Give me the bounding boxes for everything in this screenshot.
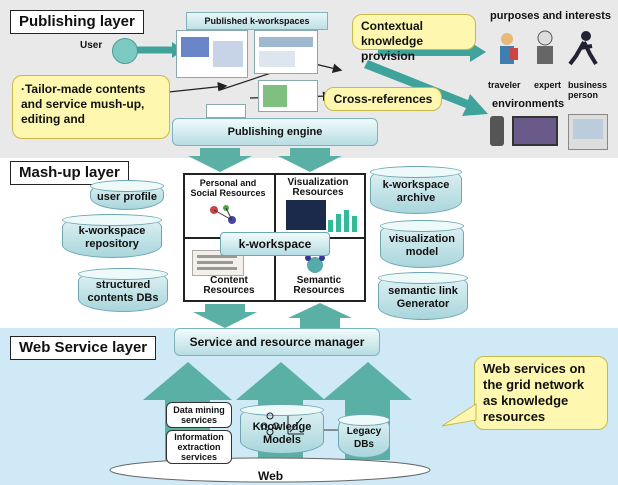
web-services-callout: Web services on the grid network as know… xyxy=(474,356,608,430)
engine-down-arrow-left xyxy=(188,148,252,172)
business-person-icon xyxy=(566,30,600,72)
context-arrow-upper xyxy=(378,42,486,62)
published-workspaces-label: Published k-workspaces xyxy=(186,12,328,30)
information-extraction-services: Information extraction services xyxy=(166,430,232,464)
k-workspace-center: k-workspace xyxy=(220,232,330,256)
environments-label: environments xyxy=(492,98,565,110)
cylinder-user-profile: user profile xyxy=(90,180,164,210)
cylinder-visualization-model: visualization model xyxy=(380,220,464,268)
mashup-layer-title: Mash-up layer xyxy=(10,161,129,185)
service-resource-manager: Service and resource manager xyxy=(174,328,380,356)
knowledge-tree-icon xyxy=(258,412,306,436)
quadrant-content: Content Resources xyxy=(203,275,255,296)
callout-pointer xyxy=(441,403,477,427)
cylinder-semantic-link-generator: semantic link Generator xyxy=(378,272,468,320)
semantic-network-icon xyxy=(304,254,326,276)
quadrant-personal-social: Personal and Social Resources xyxy=(190,178,266,198)
desktop-icon xyxy=(568,114,608,150)
quadrant-semantic: Semantic Resources xyxy=(293,275,345,296)
engine-down-arrow-right xyxy=(278,148,342,172)
cylinder-k-workspace-repository: k-workspace repository xyxy=(62,214,162,258)
web-service-layer-title: Web Service layer xyxy=(10,336,157,360)
quadrant-visualization: Visualization Resources xyxy=(287,177,349,198)
cross-references-callout: Cross-references xyxy=(324,87,442,111)
user-label: User xyxy=(80,40,103,51)
persona-expert: expert xyxy=(534,80,562,90)
laptop-icon xyxy=(512,116,558,146)
cylinder-k-workspace-archive: k-workspace archive xyxy=(370,166,462,214)
data-mining-services: Data mining services xyxy=(166,402,232,428)
mashup-down-arrow xyxy=(193,304,257,328)
persona-traveler: traveler xyxy=(488,80,521,90)
publishing-layer-title: Publishing layer xyxy=(10,10,144,34)
knowledge-models-cylinder: Knowledge Models xyxy=(240,404,324,454)
workspace-screen-4 xyxy=(206,104,246,118)
contextual-knowledge-callout: Contextual knowledge provision xyxy=(352,14,476,63)
phone-icon xyxy=(490,116,504,146)
workspace-screen-1 xyxy=(176,30,248,78)
traveler-icon xyxy=(494,32,520,72)
mashup-up-arrow xyxy=(288,303,352,328)
k-workspace-box xyxy=(183,173,366,302)
cylinder-structured-contents-dbs: structured contents DBs xyxy=(78,268,168,312)
legacy-dbs-cylinder: Legacy DBs xyxy=(338,414,390,458)
expert-icon xyxy=(530,30,560,72)
purposes-label: purposes and interests xyxy=(490,10,612,22)
user-icon xyxy=(112,38,138,64)
publishing-engine: Publishing engine xyxy=(172,118,378,146)
workspace-screen-2 xyxy=(254,30,318,74)
bar-chart-icon xyxy=(326,206,360,232)
visualization-thumbnail-icon xyxy=(286,200,326,230)
persona-business-person: business person xyxy=(568,80,608,100)
tailor-made-callout: ·Tailor-made contents and service mush-u… xyxy=(12,75,170,139)
web-label: Web xyxy=(258,469,284,483)
workspace-screen-3 xyxy=(258,80,318,112)
social-network-icon xyxy=(206,202,240,228)
